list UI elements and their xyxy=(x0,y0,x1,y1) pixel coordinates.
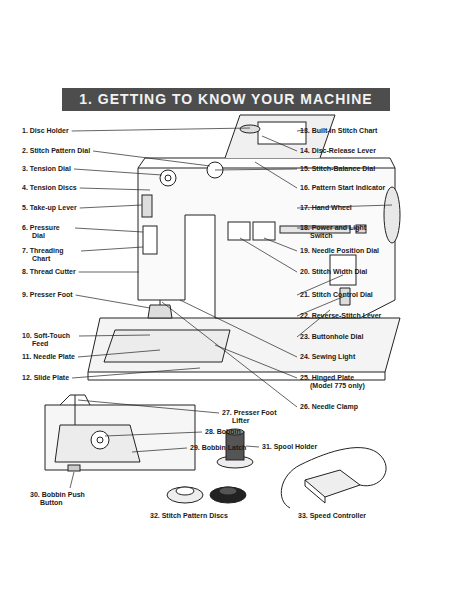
part-label: 24. Sewing Light xyxy=(300,353,355,361)
drawing-stroke xyxy=(228,222,250,240)
stitch-pattern-discs xyxy=(167,487,246,503)
part-label: 18. Power and Light Switch xyxy=(300,224,380,240)
leader-line xyxy=(255,162,297,188)
part-label: 3. Tension Dial xyxy=(22,165,71,173)
leader-line xyxy=(240,238,297,272)
drawing-stroke xyxy=(305,480,325,503)
leader-line xyxy=(180,300,297,357)
leader-line xyxy=(215,345,297,378)
leader-line xyxy=(75,228,143,232)
drawing-stroke xyxy=(68,465,80,471)
leader-line xyxy=(81,247,143,251)
part-label: 14. Disc-Release Lever xyxy=(300,147,376,155)
drawing-stroke xyxy=(143,226,157,254)
leader-line xyxy=(78,350,160,357)
drawing-stroke xyxy=(97,437,103,443)
drawing-stroke xyxy=(45,405,195,470)
part-label: 28. Bobbin xyxy=(205,428,241,436)
leader-line xyxy=(246,446,259,447)
part-label: 11. Needle Plate xyxy=(22,353,75,361)
leader-line xyxy=(262,136,297,151)
part-label: 33. Speed Controller xyxy=(298,512,366,520)
part-label: 7. Threading Chart xyxy=(22,247,78,263)
part-label: 19. Needle Position Dial xyxy=(300,247,379,255)
drawing-stroke xyxy=(75,395,76,425)
drawing-stroke xyxy=(142,195,152,217)
drawing-stroke xyxy=(281,448,386,508)
part-label: 10. Soft-Touch Feed xyxy=(22,332,76,348)
part-label: 12. Slide Plate xyxy=(22,374,69,382)
leader-line xyxy=(79,335,150,336)
drawing-stroke xyxy=(160,170,176,186)
leader-line xyxy=(93,151,210,166)
leader-line xyxy=(264,238,297,251)
leader-line xyxy=(215,169,297,170)
part-label: 31. Spool Holder xyxy=(262,443,317,451)
part-label: 1. Disc Holder xyxy=(22,127,69,135)
title-band xyxy=(62,88,390,111)
leader-line xyxy=(79,272,139,273)
part-label: 2. Stitch Pattern Dial xyxy=(22,147,90,155)
part-label: 27. Presser Foot Lifter xyxy=(222,409,288,425)
part-label: 17. Hand Wheel xyxy=(300,204,352,212)
leader-line xyxy=(72,368,200,378)
leader-line xyxy=(105,432,202,436)
leader-line xyxy=(70,472,74,488)
drawing-stroke xyxy=(240,125,260,133)
drawing-stroke xyxy=(384,187,400,243)
drawing-stroke xyxy=(176,487,194,495)
part-label: 29. Bobbin Latch xyxy=(190,444,246,452)
part-label: 26. Needle Clamp xyxy=(300,403,358,411)
drawing-stroke xyxy=(104,330,230,362)
part-label: 4. Tension Discs xyxy=(22,184,77,192)
part-label: 9. Presser Foot xyxy=(22,291,73,299)
page-title: 1. GETTING TO KNOW YOUR MACHINE xyxy=(62,88,390,111)
part-label: 20. Stitch Width Dial xyxy=(300,268,367,276)
leader-line xyxy=(72,128,250,131)
drawing-stroke xyxy=(219,487,237,495)
speed-controller xyxy=(281,448,386,508)
leader-line xyxy=(76,295,150,308)
drawing-stroke xyxy=(167,487,203,503)
part-label: 25. Hinged Plate (Model 775 only) xyxy=(300,374,374,390)
part-label: 22. Reverse-Stitch Lever xyxy=(300,312,381,320)
leader-line xyxy=(162,302,297,407)
leader-line xyxy=(74,169,162,175)
part-label: 32. Stitch Pattern Discs xyxy=(150,512,228,520)
part-label: 8. Thread Cutter xyxy=(22,268,76,276)
part-label: 16. Pattern Start Indicator xyxy=(300,184,385,192)
drawing-stroke xyxy=(210,487,246,503)
drawing-stroke xyxy=(253,222,275,240)
drawing-stroke xyxy=(165,175,171,181)
drawing-stroke xyxy=(91,431,109,449)
leader-line xyxy=(80,205,142,208)
part-label: 6. Pressure Dial xyxy=(22,224,72,240)
part-label: 15. Stitch-Balance Dial xyxy=(300,165,375,173)
leader-line xyxy=(78,400,219,413)
leader-line xyxy=(132,448,187,452)
drawing-stroke xyxy=(258,122,306,144)
part-label: 23. Buttonhole Dial xyxy=(300,333,363,341)
part-label: 13. Built-in Stitch Chart xyxy=(300,127,377,135)
drawing-stroke xyxy=(88,318,400,372)
part-label: 30. Bobbin Push Button xyxy=(30,491,86,507)
part-label: 5. Take-up Lever xyxy=(22,204,77,212)
leader-line xyxy=(80,188,150,190)
part-label: 21. Stitch Control Dial xyxy=(300,291,373,299)
drawing-stroke xyxy=(55,425,140,462)
drawing-stroke xyxy=(138,168,395,318)
